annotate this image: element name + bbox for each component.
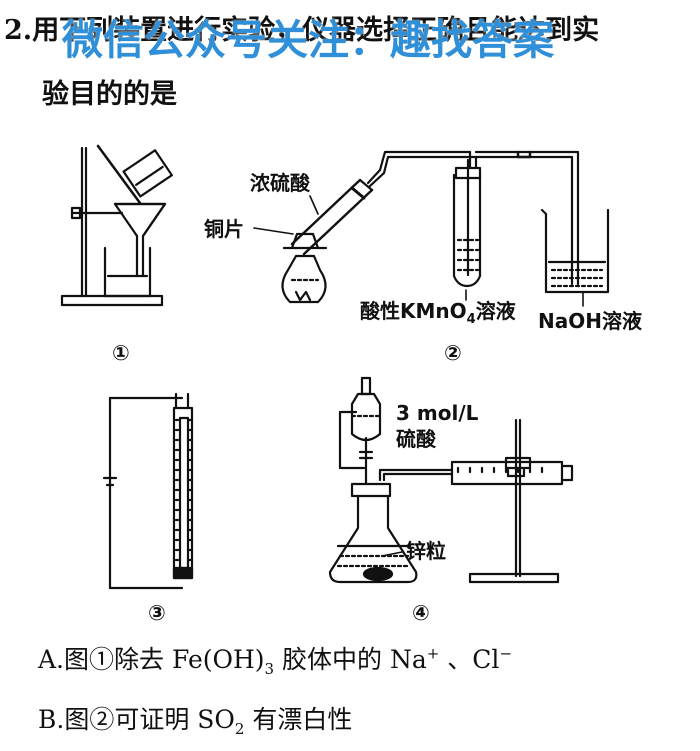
option-a-sup-minus: − [499, 644, 513, 663]
label-sulfuric-acid: 硫酸 [396, 427, 437, 451]
question-number: 2. [4, 15, 33, 46]
option-a: A.图①除去 Fe(OH)3 胶体中的 Na+ 、Cl− [38, 640, 512, 678]
option-a-sup-plus: + [426, 644, 440, 663]
option-b: B.图②可证明 SO2 有漂白性 [38, 700, 352, 738]
label-kmno4-sub: 4 [467, 312, 476, 327]
label-leader-lines [253, 195, 584, 557]
option-a-text-2: 胶体中的 Na [274, 645, 427, 674]
option-b-letter: B. [38, 705, 65, 734]
figure-number-2: ② [444, 341, 462, 365]
option-a-text-1: 图①除去 Fe(OH) [64, 645, 265, 674]
figure-number-1: ① [112, 341, 130, 365]
copper-sulfuric-acid-apparatus [281, 150, 610, 304]
label-zinc-granules: 锌粒 [406, 539, 446, 563]
option-a-sub-3: 3 [264, 660, 275, 678]
option-a-letter: A. [38, 645, 65, 674]
watermark-text: 微信公众号关注：趣找答案 [62, 16, 554, 64]
question-stem-line2: 验目的的是 [42, 79, 177, 110]
figure-number-3: ③ [148, 601, 166, 625]
figure-number-4: ④ [412, 601, 430, 625]
label-kmno4-suffix: 溶液 [476, 299, 517, 323]
label-conc-sulfuric-acid: 浓硫酸 [250, 171, 311, 195]
label-acidic-kmno4: 酸性KMnO4溶液 [360, 299, 517, 327]
label-naoh-solution: NaOH溶液 [538, 309, 643, 333]
label-copper-sheet: 铜片 [204, 217, 244, 241]
option-b-sub-2: 2 [234, 720, 245, 738]
filtration-apparatus [60, 144, 173, 307]
question-stem-line1: 2.用下列装置进行实验，仪器选择正确且能达到实 [4, 8, 599, 47]
question-stem-text: 用下列装置进行实验，仪器选择正确且能达到实 [32, 15, 600, 46]
option-b-text-1: 图②可证明 SO [64, 705, 235, 734]
label-kmno4-prefix: 酸性KMnO [360, 299, 467, 323]
label-acid-concentration: 3 mol/L [396, 401, 479, 425]
option-b-text-2: 有漂白性 [244, 705, 353, 734]
option-a-text-3: 、Cl [439, 645, 500, 674]
electrophoresis-apparatus [102, 392, 194, 590]
gas-generation-apparatus [328, 376, 574, 584]
